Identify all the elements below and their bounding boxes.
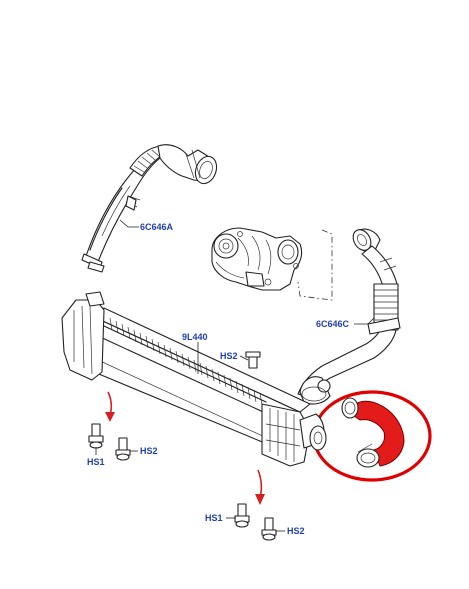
- bolt-hs2-bottom: [261, 517, 277, 541]
- engine-outline: [297, 229, 333, 301]
- label-hs1-bottom: HS1: [205, 513, 223, 523]
- leader-lower-hose: [354, 317, 375, 325]
- label-hs1-left: HS1: [87, 457, 105, 467]
- bolt-hs1-bottom: [234, 503, 250, 528]
- label-hs2-bottom: HS2: [287, 526, 305, 536]
- label-hs2-top: HS2: [220, 351, 238, 361]
- intercooler: [61, 291, 327, 467]
- label-lower-hose: 6C646C: [316, 319, 350, 329]
- bolt-hs1-left: [88, 423, 104, 449]
- label-intercooler: 9L440: [182, 332, 208, 342]
- highlighted-hose-section: [341, 397, 405, 468]
- bolt-hs2-left: [115, 437, 131, 461]
- leader-hs2-top: [239, 355, 249, 361]
- lower-intercooler-hose: [297, 228, 401, 405]
- callout-arrow-left: [105, 391, 115, 422]
- bolt-hs2-top: [245, 351, 261, 369]
- callout-arrow-right: [255, 469, 265, 505]
- label-upper-hose: 6C646A: [140, 222, 174, 232]
- turbocharger: [211, 227, 303, 291]
- upper-intercooler-hose: [81, 144, 218, 273]
- leader-upper-hose: [119, 219, 139, 228]
- label-hs2-left: HS2: [140, 446, 158, 456]
